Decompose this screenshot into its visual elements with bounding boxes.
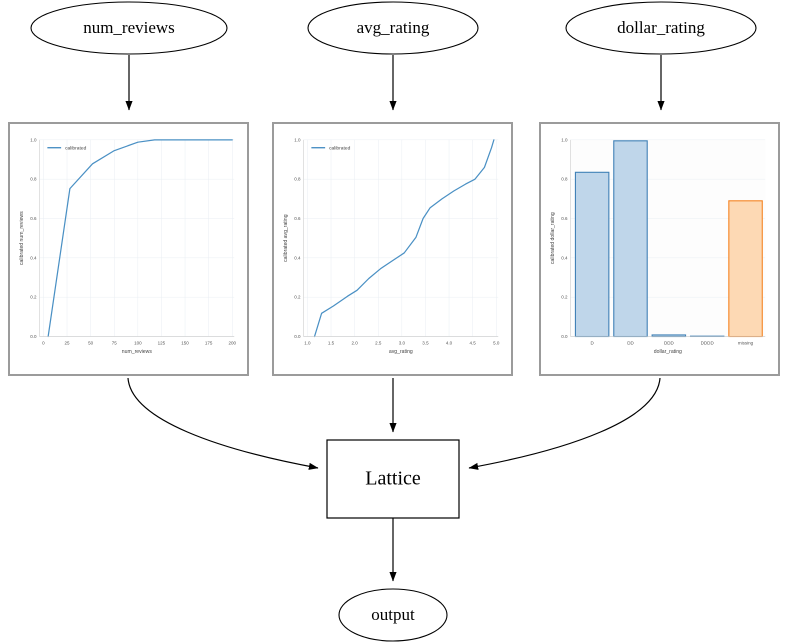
svg-text:4.0: 4.0: [446, 340, 453, 345]
svg-text:1.0: 1.0: [30, 137, 37, 142]
svg-text:50: 50: [88, 340, 94, 345]
svg-text:1.5: 1.5: [328, 340, 335, 345]
x-tick-labels: 1.0 1.5 2.0 2.5 3.0 3.5 4.0 4.5 5.0: [304, 340, 500, 345]
svg-text:D: D: [591, 340, 595, 345]
node-avg-rating-label: avg_rating: [357, 18, 430, 37]
svg-text:0.8: 0.8: [561, 177, 568, 182]
svg-text:175: 175: [205, 340, 213, 345]
legend-label-calibrated: calibrated: [65, 145, 87, 151]
axis-spines: [39, 139, 235, 337]
y-axis-title: calibrated avg_rating: [283, 214, 289, 262]
series-calibrated: [313, 139, 495, 338]
svg-text:3.5: 3.5: [422, 340, 429, 345]
node-dollar-rating[interactable]: [565, 1, 757, 55]
calibrator-panel-num-reviews: 0.0 0.2 0.4 0.6 0.8 1.0 0 25 50 75 100 1…: [8, 122, 249, 376]
node-num-reviews[interactable]: [30, 1, 228, 55]
svg-text:0.0: 0.0: [30, 334, 37, 339]
svg-text:0.6: 0.6: [561, 216, 568, 221]
svg-text:100: 100: [134, 340, 142, 345]
grid-lines: [303, 139, 499, 337]
node-dollar-rating-label: dollar_rating: [617, 18, 705, 37]
svg-text:0.4: 0.4: [294, 255, 301, 260]
svg-text:0.8: 0.8: [30, 177, 37, 182]
svg-text:0.8: 0.8: [294, 177, 301, 182]
svg-text:0.2: 0.2: [30, 295, 37, 300]
svg-text:1.0: 1.0: [294, 137, 301, 142]
axis-spines: [303, 139, 499, 337]
svg-text:0.4: 0.4: [561, 255, 568, 260]
svg-text:125: 125: [158, 340, 166, 345]
svg-text:0.6: 0.6: [30, 216, 37, 221]
bars: [574, 140, 763, 338]
edge-calibrator-num-reviews-to-lattice: [127, 377, 319, 470]
bar-missing: [728, 200, 763, 338]
svg-text:3.0: 3.0: [399, 340, 406, 345]
svg-text:2.0: 2.0: [351, 340, 358, 345]
calibrator-plot-num-reviews: 0.0 0.2 0.4 0.6 0.8 1.0 0 25 50 75 100 1…: [19, 137, 237, 355]
node-output-label: output: [371, 605, 415, 624]
x-tick-labels: D DD DDD DDDD missing: [591, 340, 754, 345]
x-axis-title: avg_rating: [389, 349, 413, 355]
legend: calibrated: [47, 145, 87, 151]
edge-calibrator-dollar-rating-to-lattice: [468, 377, 661, 470]
svg-text:0.2: 0.2: [294, 295, 301, 300]
svg-text:1.0: 1.0: [304, 340, 311, 345]
node-lattice-label: Lattice: [365, 468, 421, 490]
svg-text:200: 200: [228, 340, 236, 345]
axis-spines: [570, 139, 766, 337]
svg-text:0: 0: [42, 340, 45, 345]
svg-text:5.0: 5.0: [493, 340, 500, 345]
svg-text:DDD: DDD: [664, 340, 675, 345]
x-axis-title: dollar_rating: [654, 349, 682, 355]
y-axis-title: calibrated num_reviews: [19, 211, 25, 265]
y-tick-labels: 0.0 0.2 0.4 0.6 0.8 1.0: [294, 137, 301, 339]
svg-text:150: 150: [181, 340, 189, 345]
svg-text:25: 25: [65, 340, 71, 345]
bar-DD: [613, 140, 648, 338]
node-output[interactable]: [338, 588, 448, 642]
svg-text:0.6: 0.6: [294, 216, 301, 221]
svg-text:0.0: 0.0: [561, 334, 568, 339]
svg-text:4.5: 4.5: [470, 340, 477, 345]
node-avg-rating[interactable]: [307, 1, 479, 55]
svg-text:missing: missing: [738, 340, 754, 345]
bar-D: [574, 171, 610, 338]
calibrator-plot-avg-rating: 0.0 0.2 0.4 0.6 0.8 1.0 1.0 1.5 2.0 2.5 …: [283, 137, 500, 355]
node-num-reviews-label: num_reviews: [83, 18, 175, 37]
legend-label-calibrated: calibrated: [329, 145, 351, 151]
svg-text:0.0: 0.0: [294, 334, 301, 339]
calibrator-panel-dollar-rating: 0.0 0.2 0.4 0.6 0.8 1.0 D DD DDD DDDD mi…: [539, 122, 780, 376]
svg-text:DD: DD: [627, 340, 634, 345]
x-tick-labels: 0 25 50 75 100 125 150 175 200: [42, 340, 236, 345]
y-tick-labels: 0.0 0.2 0.4 0.6 0.8 1.0: [30, 137, 37, 339]
svg-text:0.4: 0.4: [30, 255, 37, 260]
y-tick-labels: 0.0 0.2 0.4 0.6 0.8 1.0: [561, 137, 568, 339]
svg-text:75: 75: [112, 340, 118, 345]
svg-text:1.0: 1.0: [561, 137, 568, 142]
series-calibrated: [47, 139, 233, 338]
y-axis-title: calibrated dollar_rating: [550, 212, 556, 264]
legend: calibrated: [311, 145, 351, 151]
svg-text:0.2: 0.2: [561, 295, 568, 300]
calibrator-panel-avg-rating: 0.0 0.2 0.4 0.6 0.8 1.0 1.0 1.5 2.0 2.5 …: [272, 122, 513, 376]
calibrator-plot-dollar-rating: 0.0 0.2 0.4 0.6 0.8 1.0 D DD DDD DDDD mi…: [550, 137, 766, 355]
x-axis-title: num_reviews: [122, 349, 153, 355]
node-lattice[interactable]: [326, 439, 460, 519]
svg-text:DDDD: DDDD: [701, 340, 715, 345]
svg-text:2.5: 2.5: [375, 340, 382, 345]
